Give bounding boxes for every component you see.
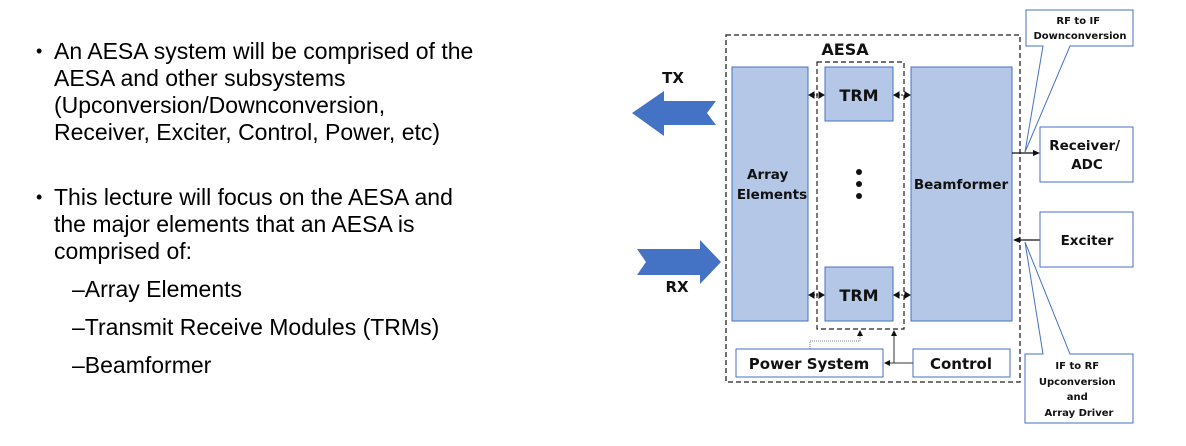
bullet-line: AESA and other subsystems [54,65,346,91]
trm-bottom-block [824,266,894,322]
array-elements-label: Array Elements [737,167,807,203]
control-label: Control [930,355,992,373]
trm-top-block [824,66,894,122]
bullet-dot: • [36,41,43,61]
bullet-line: the major elements that an AESA is [54,211,415,237]
control-to-power-arrowhead [884,360,890,366]
callout-downconversion-label: RF to IF Downconversion [1033,16,1126,42]
sub-item-beamformer: –Beamformer [72,352,212,378]
bidirectional-arrows [808,91,911,299]
beamformer-block [910,66,1013,322]
callout-upconversion-line: Upconversion [1039,377,1116,388]
power-feed-arrowhead [857,330,863,336]
trm-group-boundary [816,61,905,330]
array-elements-line: Elements [737,187,807,203]
ellipsis-dot [856,181,862,187]
callout-downconversion-line: RF to IF [1056,16,1100,27]
bullet-item-system: • An AESA system will be comprised of th… [36,38,596,146]
bullet-line: comprised of: [54,238,193,264]
power-system-block [735,348,884,378]
aesa-boundary [725,34,1021,383]
receiver-adc-label: Receiver/ ADC [1049,138,1125,173]
bullet-line: Receiver, Exciter, Control, Power, etc) [54,119,441,145]
receiver-adc-block [1039,126,1134,183]
callout-downconversion-shape [1024,9,1134,153]
tx-label: TX [662,69,684,87]
sub-item-trms: –Transmit Receive Modules (TRMs) [72,314,440,340]
rx-arrow [637,240,721,284]
bullet-line: (Upconversion/Downconversion, [54,92,386,118]
callout-upconversion-line: Array Driver [1045,408,1114,419]
ellipsis-dot [856,193,862,199]
aesa-label: AESA [821,40,869,59]
callout-downconversion-line: Downconversion [1033,31,1126,42]
bullet-line: This lecture will focus on the AESA and [54,184,453,210]
exciter-label: Exciter [1061,233,1114,249]
receiver-adc-line: ADC [1071,157,1103,173]
bullet-line: An AESA system will be comprised of the [54,38,474,64]
beamformer-to-receiver-arrowhead [1033,150,1040,156]
sub-item-array-elements: –Array Elements [72,276,243,302]
bullet-item-focus: • This lecture will focus on the AESA an… [36,184,596,379]
exciter-block [1039,211,1134,268]
power-feed-line [809,334,861,349]
power-system-label: Power System [749,355,869,373]
receiver-adc-line: Receiver/ [1049,138,1120,154]
trm-top-label: TRM [839,86,878,105]
rx-label: RX [665,278,689,296]
trm-bottom-label: TRM [839,286,878,305]
exciter-to-beamformer-arrowhead [1013,237,1020,243]
callout-upconversion-line: and [1067,392,1088,403]
callout-upconversion-shape [1024,241,1134,424]
beamformer-label: Beamformer [914,177,1009,193]
ellipsis-dot [856,169,862,175]
control-to-trm-arrowhead [891,330,897,336]
array-elements-block [731,66,809,322]
bullet-list: • An AESA system will be comprised of th… [36,38,596,379]
callout-upconversion-label: IF to RF Upconversion and Array Driver [1039,361,1119,419]
tx-arrow [632,91,716,136]
bullet-dot: • [36,187,43,207]
array-elements-line: Array [747,167,788,183]
callout-upconversion-line: IF to RF [1055,361,1099,372]
